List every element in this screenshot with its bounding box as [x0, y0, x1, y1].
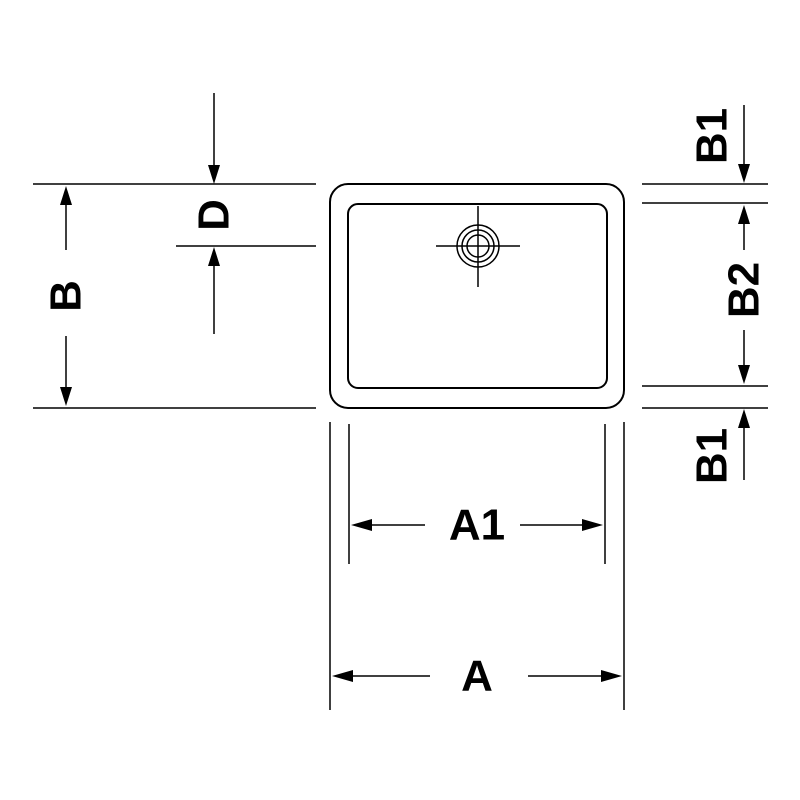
dimension-b2: B2 — [720, 205, 769, 384]
dimension-label-a: A — [461, 652, 493, 701]
dimension-label-b2: B2 — [720, 262, 769, 318]
dimension-label-d: D — [190, 199, 239, 231]
dimension-label-b1-top: B1 — [688, 108, 737, 164]
dimension-d: D — [190, 93, 239, 334]
dimension-a: A — [332, 652, 622, 701]
basin-outer-outline — [329, 183, 625, 409]
dimension-label-b: B — [42, 280, 91, 312]
dimension-b1-bottom: B1 — [688, 409, 750, 484]
dimension-label-b1-bottom: B1 — [688, 428, 737, 484]
dimension-b: B — [42, 186, 91, 406]
dimension-b1-top: B1 — [688, 105, 750, 183]
drain-icon — [436, 206, 520, 287]
dimension-label-a1: A1 — [449, 501, 505, 550]
basin-inner-bowl — [347, 203, 608, 389]
dimension-a1: A1 — [351, 501, 603, 550]
